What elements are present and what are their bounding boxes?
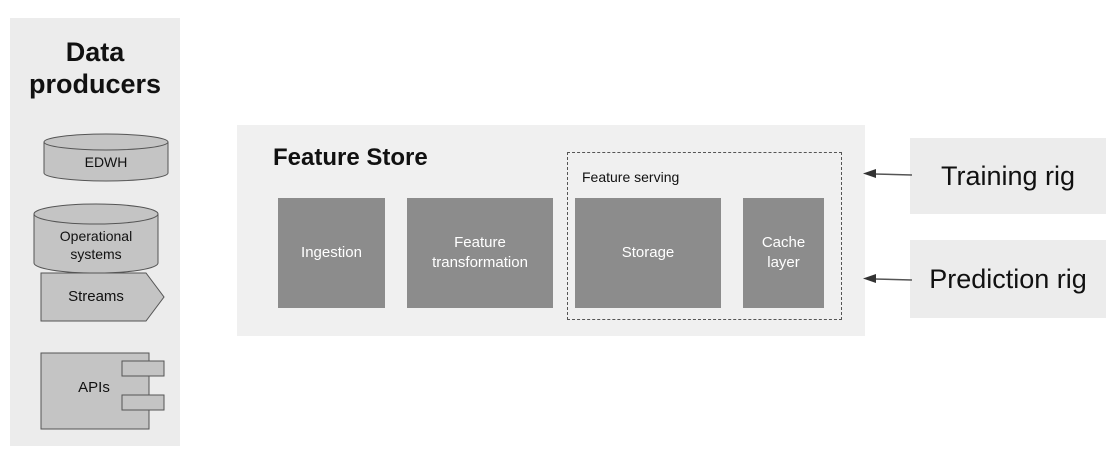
feature-store-title: Feature Store [273,144,428,171]
edwh-label: EDWH [84,154,128,170]
apis-label: APIs [78,379,110,396]
edwh-database-icon: EDWH [43,133,169,183]
operational-systems-database-icon: Operational systems [33,203,159,275]
training-rig-box: Training rig [910,138,1106,214]
training-rig-arrow [863,169,913,178]
data-producers-panel: Data producers EDWH Operational systems [10,18,180,446]
feature-store-panel: Feature Store Ingestion Feature transfor… [237,125,865,336]
storage-component: Storage [575,198,721,308]
data-producers-title: Data producers [28,37,162,99]
prediction-rig-arrow [863,274,913,283]
ingestion-component: Ingestion [278,198,385,308]
operational-systems-label: Operational systems [59,228,133,262]
prediction-rig-box: Prediction rig [910,240,1106,318]
cache-layer-component: Cache layer [743,198,824,308]
feature-transformation-component: Feature transformation [407,198,553,308]
feature-serving-label: Feature serving [582,169,680,185]
feature-serving-group: Feature serving [567,152,842,320]
streams-label: Streams [68,288,124,305]
